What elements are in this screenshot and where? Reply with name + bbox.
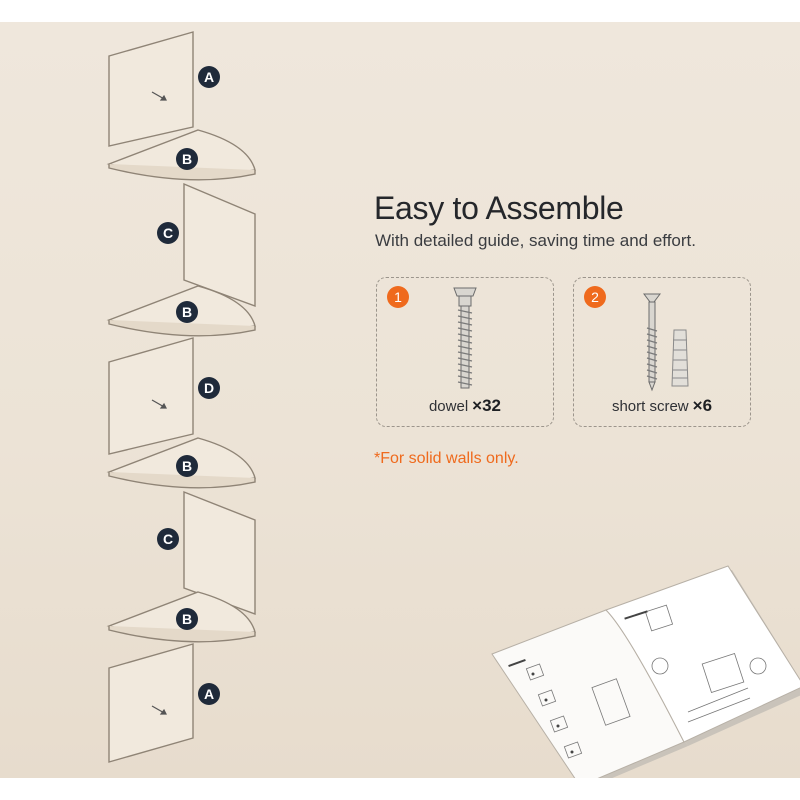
part-badge-letter: C <box>163 531 173 547</box>
hardware-quantity: ×6 <box>692 396 713 415</box>
side-panel-c-1 <box>183 182 256 308</box>
subtitle: With detailed guide, saving time and eff… <box>375 231 696 250</box>
part-badges: A B C B D B C B A <box>157 66 220 705</box>
part-badge: D <box>198 377 220 399</box>
part-badge: B <box>176 608 198 630</box>
dowel-screw-icon <box>453 287 477 389</box>
part-badge: A <box>198 66 220 88</box>
part-badge: B <box>176 301 198 323</box>
back-panel-a-top <box>108 31 194 147</box>
part-badge-letter: B <box>182 458 192 474</box>
back-panel-d <box>108 337 194 455</box>
hardware-label: short screw×6 <box>574 396 750 416</box>
part-badge-letter: C <box>163 225 173 241</box>
hardware-card-short-screw: 2 short screw×6 <box>573 277 751 427</box>
headline: Easy to Assemble <box>374 190 624 226</box>
screw-with-anchor-icon <box>643 293 689 392</box>
part-badge-letter: D <box>204 380 214 396</box>
step-number-badge: 2 <box>584 286 606 308</box>
hardware-name: short screw <box>611 398 689 415</box>
hardware-name: dowel <box>428 398 469 415</box>
hardware-card-dowel: 1 dowel×32 <box>376 277 554 427</box>
part-badge: C <box>157 222 179 244</box>
instruction-manual-image <box>491 565 800 778</box>
part-badge: B <box>176 148 198 170</box>
hardware-quantity: ×32 <box>472 396 502 415</box>
back-panel-a-bottom <box>108 643 194 763</box>
manual-right-page <box>605 565 800 743</box>
part-badge-letter: B <box>182 151 192 167</box>
shelf-exploded-diagram: A B C B D B C B A <box>106 31 256 763</box>
step-number-badge: 1 <box>387 286 409 308</box>
part-badge-letter: A <box>204 686 214 702</box>
hardware-label: dowel×32 <box>377 396 553 416</box>
side-panel-c-2 <box>183 490 256 616</box>
part-badge-letter: B <box>182 304 192 320</box>
part-badge: C <box>157 528 179 550</box>
product-infographic: A B C B D B C B A Easy to Assemble With … <box>0 22 800 778</box>
solid-walls-note: *For solid walls only. <box>374 450 519 467</box>
part-badge-letter: A <box>204 69 214 85</box>
part-badge: B <box>176 455 198 477</box>
part-badge: A <box>198 683 220 705</box>
part-badge-letter: B <box>182 611 192 627</box>
